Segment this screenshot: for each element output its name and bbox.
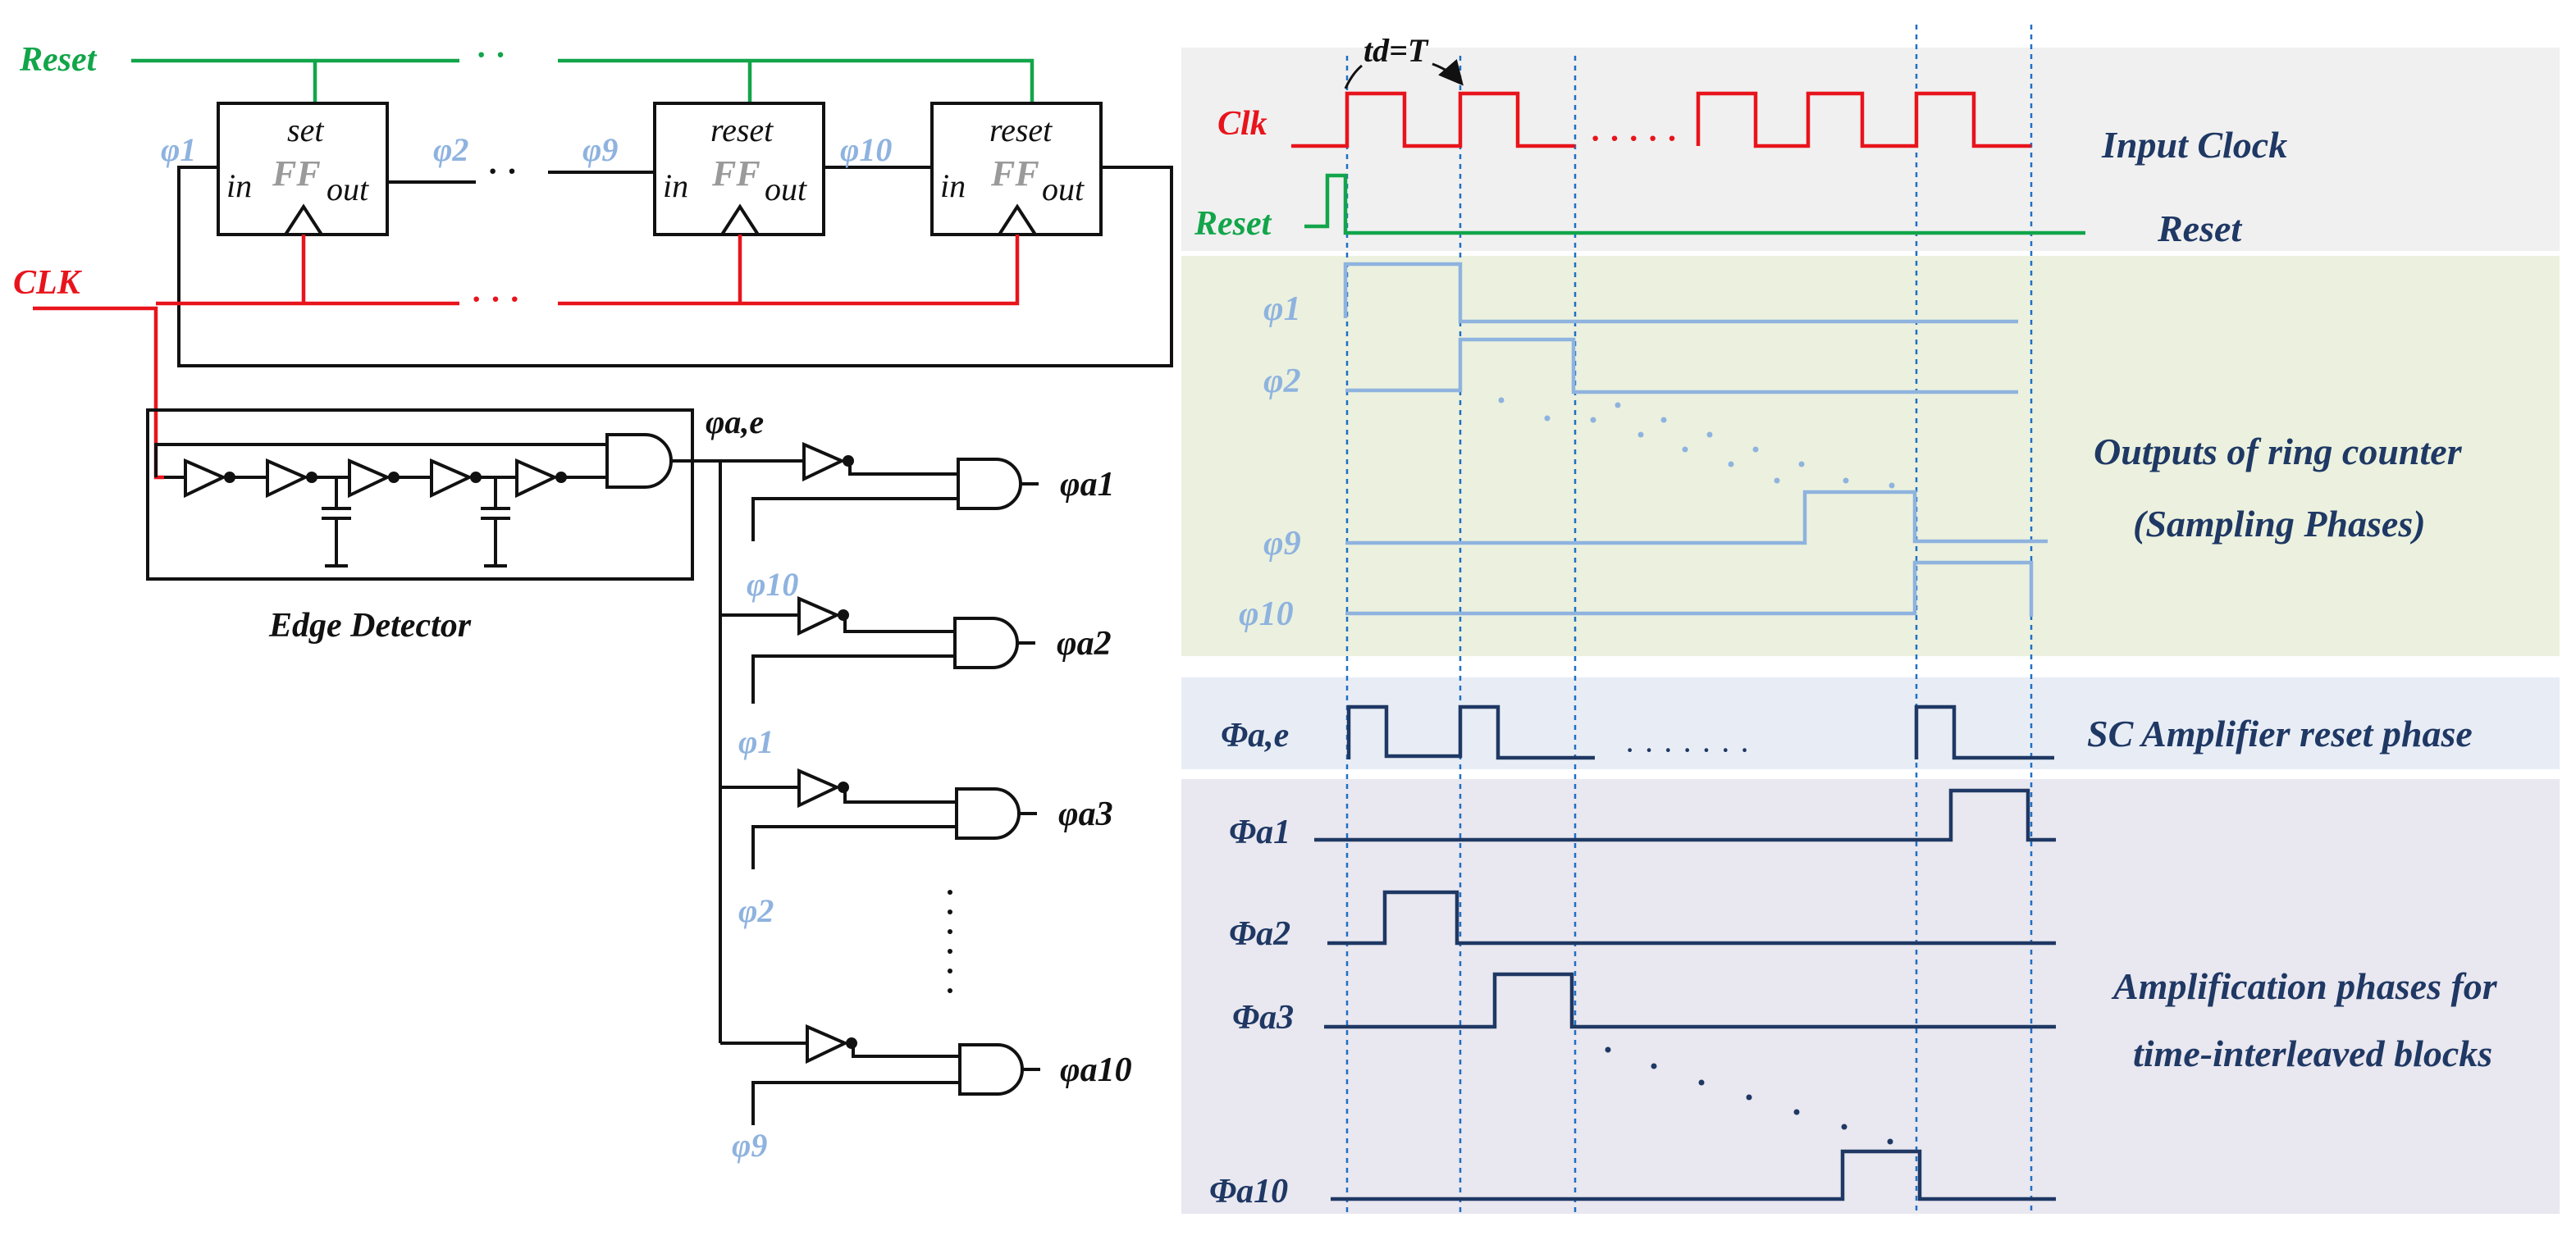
ring-title-line1: Outputs of ring counter — [2094, 431, 2463, 472]
phi-ae-waveform — [1346, 704, 1595, 760]
circuit-reset-label: Reset — [19, 41, 98, 79]
amp-title-line2: time-interleaved blocks — [2133, 1033, 2492, 1074]
gate-input-phi2: φ2 — [738, 892, 774, 929]
svg-text:reset: reset — [989, 112, 1053, 148]
reset-ellipsis: · · — [476, 36, 506, 73]
svg-text:in: in — [940, 167, 966, 204]
svg-text:in: in — [663, 167, 688, 204]
clock-panel — [1181, 48, 2560, 251]
ring-counter-waveforms — [1343, 262, 2048, 617]
gate-input-phi10: φ10 — [747, 566, 798, 603]
phi2-waveform — [1345, 337, 2018, 394]
svg-text:FF: FF — [711, 153, 760, 194]
output-phi-a1: φa1 — [1060, 466, 1115, 504]
amplification-waveforms — [1314, 788, 2056, 1201]
svg-text:reset: reset — [710, 112, 774, 148]
ring-label-phi9: φ9 — [1263, 525, 1301, 563]
edge-detector-label: Edge Detector — [268, 607, 472, 645]
svg-text:set: set — [287, 112, 324, 148]
flip-flop-10: reset in FF out — [930, 102, 1103, 236]
svg-text:out: out — [1042, 171, 1085, 207]
gate-column — [719, 441, 1040, 1125]
gate-vertical-dots — [948, 890, 952, 993]
ring-diagonal-dots — [1498, 397, 1895, 489]
svg-text:in: in — [226, 167, 252, 204]
amplification-panel — [1181, 779, 2560, 1214]
amp-label-a3: Φa3 — [1232, 999, 1294, 1037]
gate-input-phi1: φ1 — [738, 723, 774, 760]
output-phi-a3: φa3 — [1058, 796, 1113, 833]
clk-waveform-continued — [1696, 91, 2031, 148]
svg-text:FF: FF — [990, 153, 1039, 194]
ring-label-phi1: φ1 — [1263, 290, 1301, 328]
ring-title-line2: (Sampling Phases) — [2133, 503, 2426, 545]
timing-reset-right-label: Reset — [2157, 207, 2242, 249]
clk-wire-ellipsis: · · · — [471, 280, 520, 317]
svg-text:FF: FF — [272, 153, 321, 194]
phi-a1-waveform — [1314, 788, 2056, 842]
amp-title-line1: Amplification phases for — [2111, 965, 2498, 1007]
ring-label-phi2: φ2 — [1263, 362, 1301, 400]
phi-ae-waveform-end — [1914, 704, 2054, 760]
ring-label-phi10: φ10 — [1239, 595, 1294, 633]
flip-flop-9: reset in FF out — [653, 102, 825, 236]
chain-ellipsis: · · — [487, 153, 518, 189]
phi9-waveform — [1345, 490, 2048, 545]
clk-waveform — [1291, 91, 1575, 148]
phi2-label: φ2 — [433, 131, 468, 168]
td-annotation: td=T — [1344, 32, 1464, 89]
amp-label-a2: Φa2 — [1229, 915, 1290, 953]
amp-reset-ellipsis: · · · · · · · — [1624, 732, 1750, 768]
timing-clk-label: Clk — [1217, 105, 1267, 143]
clk-ellipsis: · · · · · — [1590, 120, 1678, 157]
circuit-clk-label: CLK — [13, 264, 83, 302]
amp-label-a1: Φa1 — [1229, 814, 1290, 851]
phi9-label: φ9 — [582, 131, 618, 168]
phi10-waveform — [1345, 560, 2034, 617]
gate-input-phi9: φ9 — [732, 1127, 767, 1164]
phi-a10-waveform — [1331, 1149, 2056, 1201]
amp-reset-signal-label: Φa,e — [1221, 717, 1289, 754]
phi1-label: φ1 — [161, 131, 196, 168]
svg-text:out: out — [327, 171, 369, 207]
input-clock-title: Input Clock — [2101, 124, 2287, 166]
amp-diagonal-dots — [1605, 1046, 1893, 1145]
clk-wires — [33, 235, 1020, 480]
phi-a2-waveform — [1327, 890, 2056, 946]
reset-waveform — [1304, 173, 2085, 235]
ff-chain-wires — [177, 166, 1173, 367]
amp-reset-title: SC Amplifier reset phase — [2087, 713, 2473, 754]
output-phi-a10: φa10 — [1060, 1051, 1132, 1089]
svg-text:out: out — [765, 171, 807, 207]
reset-wires — [131, 58, 1035, 103]
edge-detector — [146, 408, 720, 581]
phi10-label: φ10 — [840, 131, 892, 168]
timing-reference-lines — [1345, 25, 2033, 1214]
reset-phase-panel — [1181, 677, 2560, 769]
td-label: td=T — [1363, 32, 1429, 69]
timing-reset-left-label: Reset — [1194, 205, 1272, 243]
phi-a3-waveform — [1324, 972, 2056, 1029]
output-phi-a2: φa2 — [1057, 625, 1112, 663]
amp-label-a10: Φa10 — [1209, 1173, 1288, 1210]
phi-ae-label: φa,e — [706, 403, 764, 440]
phi1-waveform — [1343, 262, 2018, 324]
flip-flop-1: set in FF out — [217, 102, 389, 236]
